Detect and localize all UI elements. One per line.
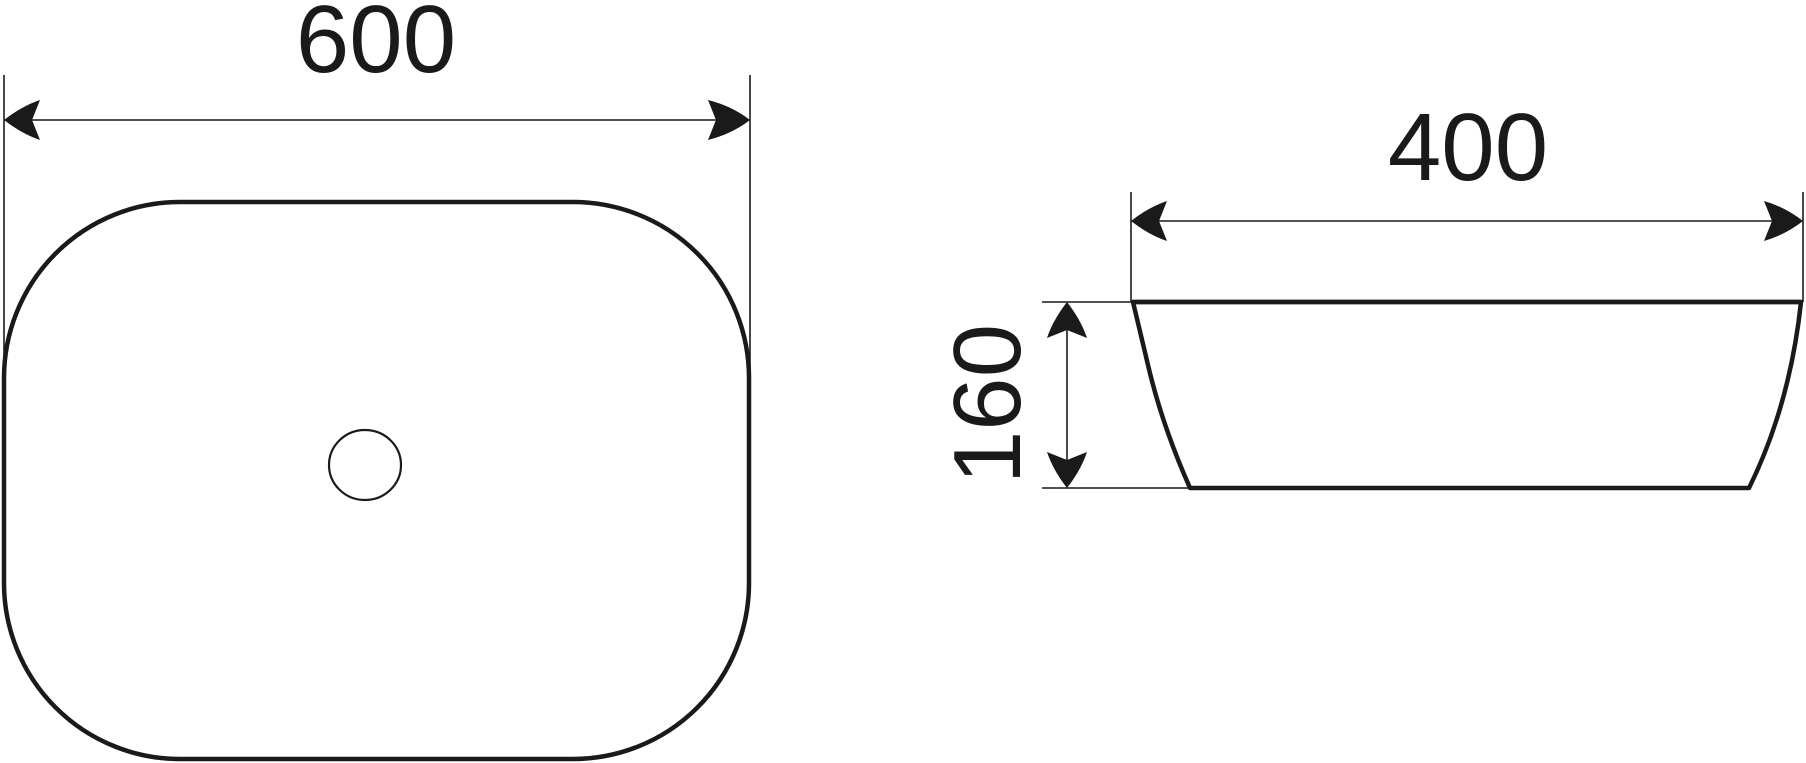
top-view-arrow-right	[708, 100, 750, 140]
top-view-arrow-left	[4, 100, 40, 140]
basin-side-profile	[1130, 299, 1804, 491]
side-view-height-arrow-bottom	[1047, 452, 1087, 488]
side-view-width-arrow-right	[1764, 201, 1803, 241]
side-view-height-label: 160	[934, 324, 1041, 484]
top-view-width-label: 600	[296, 0, 456, 93]
side-view-width-arrow-left	[1131, 201, 1167, 241]
drain-hole	[327, 428, 403, 502]
top-view: 600	[1, 0, 752, 762]
basin-top-outline	[1, 199, 752, 762]
side-view-width-label: 400	[1388, 94, 1548, 201]
side-view: 400 160	[934, 94, 1804, 491]
side-view-height-arrow-top	[1047, 302, 1087, 338]
